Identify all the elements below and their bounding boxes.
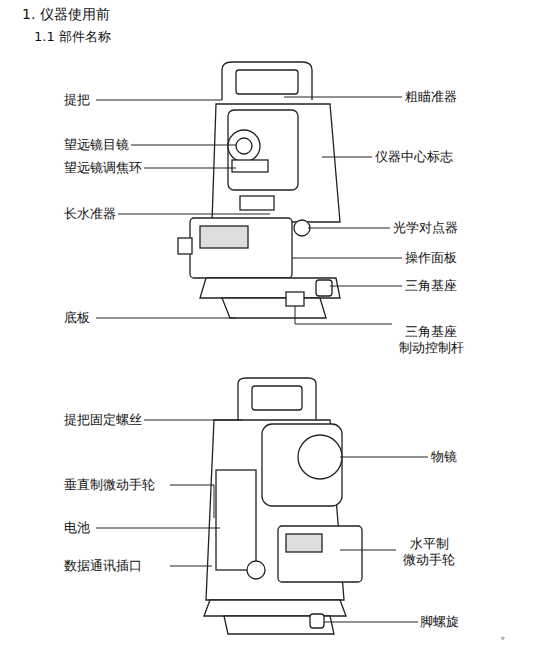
part-label: 长水准器	[64, 206, 116, 222]
part-label: 光学对点器	[393, 220, 458, 236]
part-label: 电池	[64, 520, 90, 536]
part-label: 底板	[64, 310, 90, 326]
handle	[222, 62, 312, 100]
optical-plummet	[294, 220, 310, 236]
part-label: 。	[500, 626, 513, 642]
part-label: 提把	[64, 92, 90, 108]
part-label: 仪器中心标志	[375, 149, 453, 165]
eyepiece-lens	[236, 138, 252, 154]
panel-screen	[200, 226, 248, 248]
control-panel	[190, 218, 292, 278]
part-label: 垂直制微动手轮	[64, 477, 155, 493]
part-label: 脚螺旋	[420, 614, 459, 630]
side-knob	[178, 238, 192, 254]
part-label: 水平制 微动手轮	[398, 536, 460, 568]
tribrach	[204, 600, 346, 616]
tribrach-lock	[286, 292, 304, 306]
base-plate	[222, 298, 326, 318]
foot-screw	[316, 280, 332, 296]
part-label: 物镜	[431, 449, 457, 465]
eyepiece	[228, 130, 260, 162]
part-label: 三角基座 制动控制杆	[394, 324, 468, 356]
battery	[216, 470, 256, 570]
foot-screw	[310, 614, 324, 628]
focus-ring	[232, 160, 268, 172]
telescope-housing	[262, 424, 342, 506]
part-label: 三角基座	[405, 278, 457, 294]
tribrach	[200, 278, 340, 298]
handle-grip	[236, 70, 298, 94]
horizontal-knob	[247, 561, 265, 579]
section-heading: 1. 仪器使用前	[22, 5, 110, 23]
plate-level	[240, 196, 274, 210]
objective-lens	[298, 435, 342, 479]
standard-body	[212, 104, 340, 222]
part-label: 望远镜调焦环	[64, 160, 142, 176]
handle-grip	[252, 386, 302, 410]
part-label: 1.1 部件名称	[34, 29, 111, 45]
part-label: 望远镜目镜	[64, 137, 129, 153]
handle	[238, 378, 316, 420]
leader-lines	[96, 97, 428, 622]
telescope-housing	[228, 110, 298, 190]
control-panel	[278, 526, 362, 582]
part-label: 提把固定螺丝	[64, 412, 142, 428]
part-label: 粗瞄准器	[405, 89, 457, 105]
panel-screen	[286, 534, 322, 552]
part-label: 数据通讯插口	[64, 558, 142, 574]
part-label: 操作面板	[405, 250, 457, 266]
